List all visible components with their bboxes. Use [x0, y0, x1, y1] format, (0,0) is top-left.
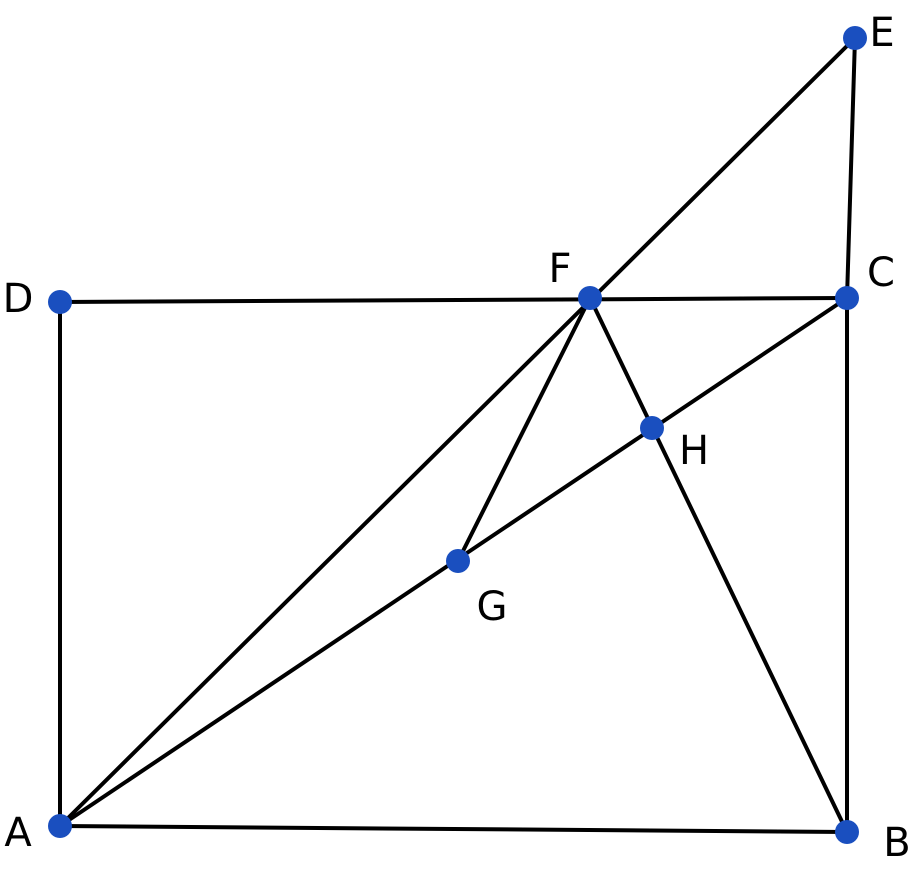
point-d	[48, 290, 72, 314]
label-h: H	[679, 428, 709, 474]
label-a: A	[4, 810, 32, 856]
segment-ec	[845, 36, 857, 300]
segments-group	[58, 36, 857, 834]
point-c	[835, 286, 859, 310]
segment-fb	[588, 296, 849, 834]
points-group	[48, 26, 867, 844]
label-g: G	[477, 584, 508, 630]
point-h	[640, 416, 664, 440]
label-c: C	[867, 250, 895, 296]
label-b: B	[883, 820, 910, 866]
point-e	[843, 26, 867, 50]
label-e: E	[869, 10, 894, 56]
segment-ab	[58, 824, 849, 834]
point-a	[48, 814, 72, 838]
segment-fg	[456, 296, 592, 563]
labels-group: A B C D E F G H	[3, 10, 911, 866]
segment-ae	[58, 36, 857, 828]
point-b	[835, 820, 859, 844]
label-f: F	[548, 246, 571, 292]
segment-cd	[58, 296, 849, 304]
label-d: D	[3, 276, 34, 322]
point-g	[446, 549, 470, 573]
point-f	[578, 286, 602, 310]
